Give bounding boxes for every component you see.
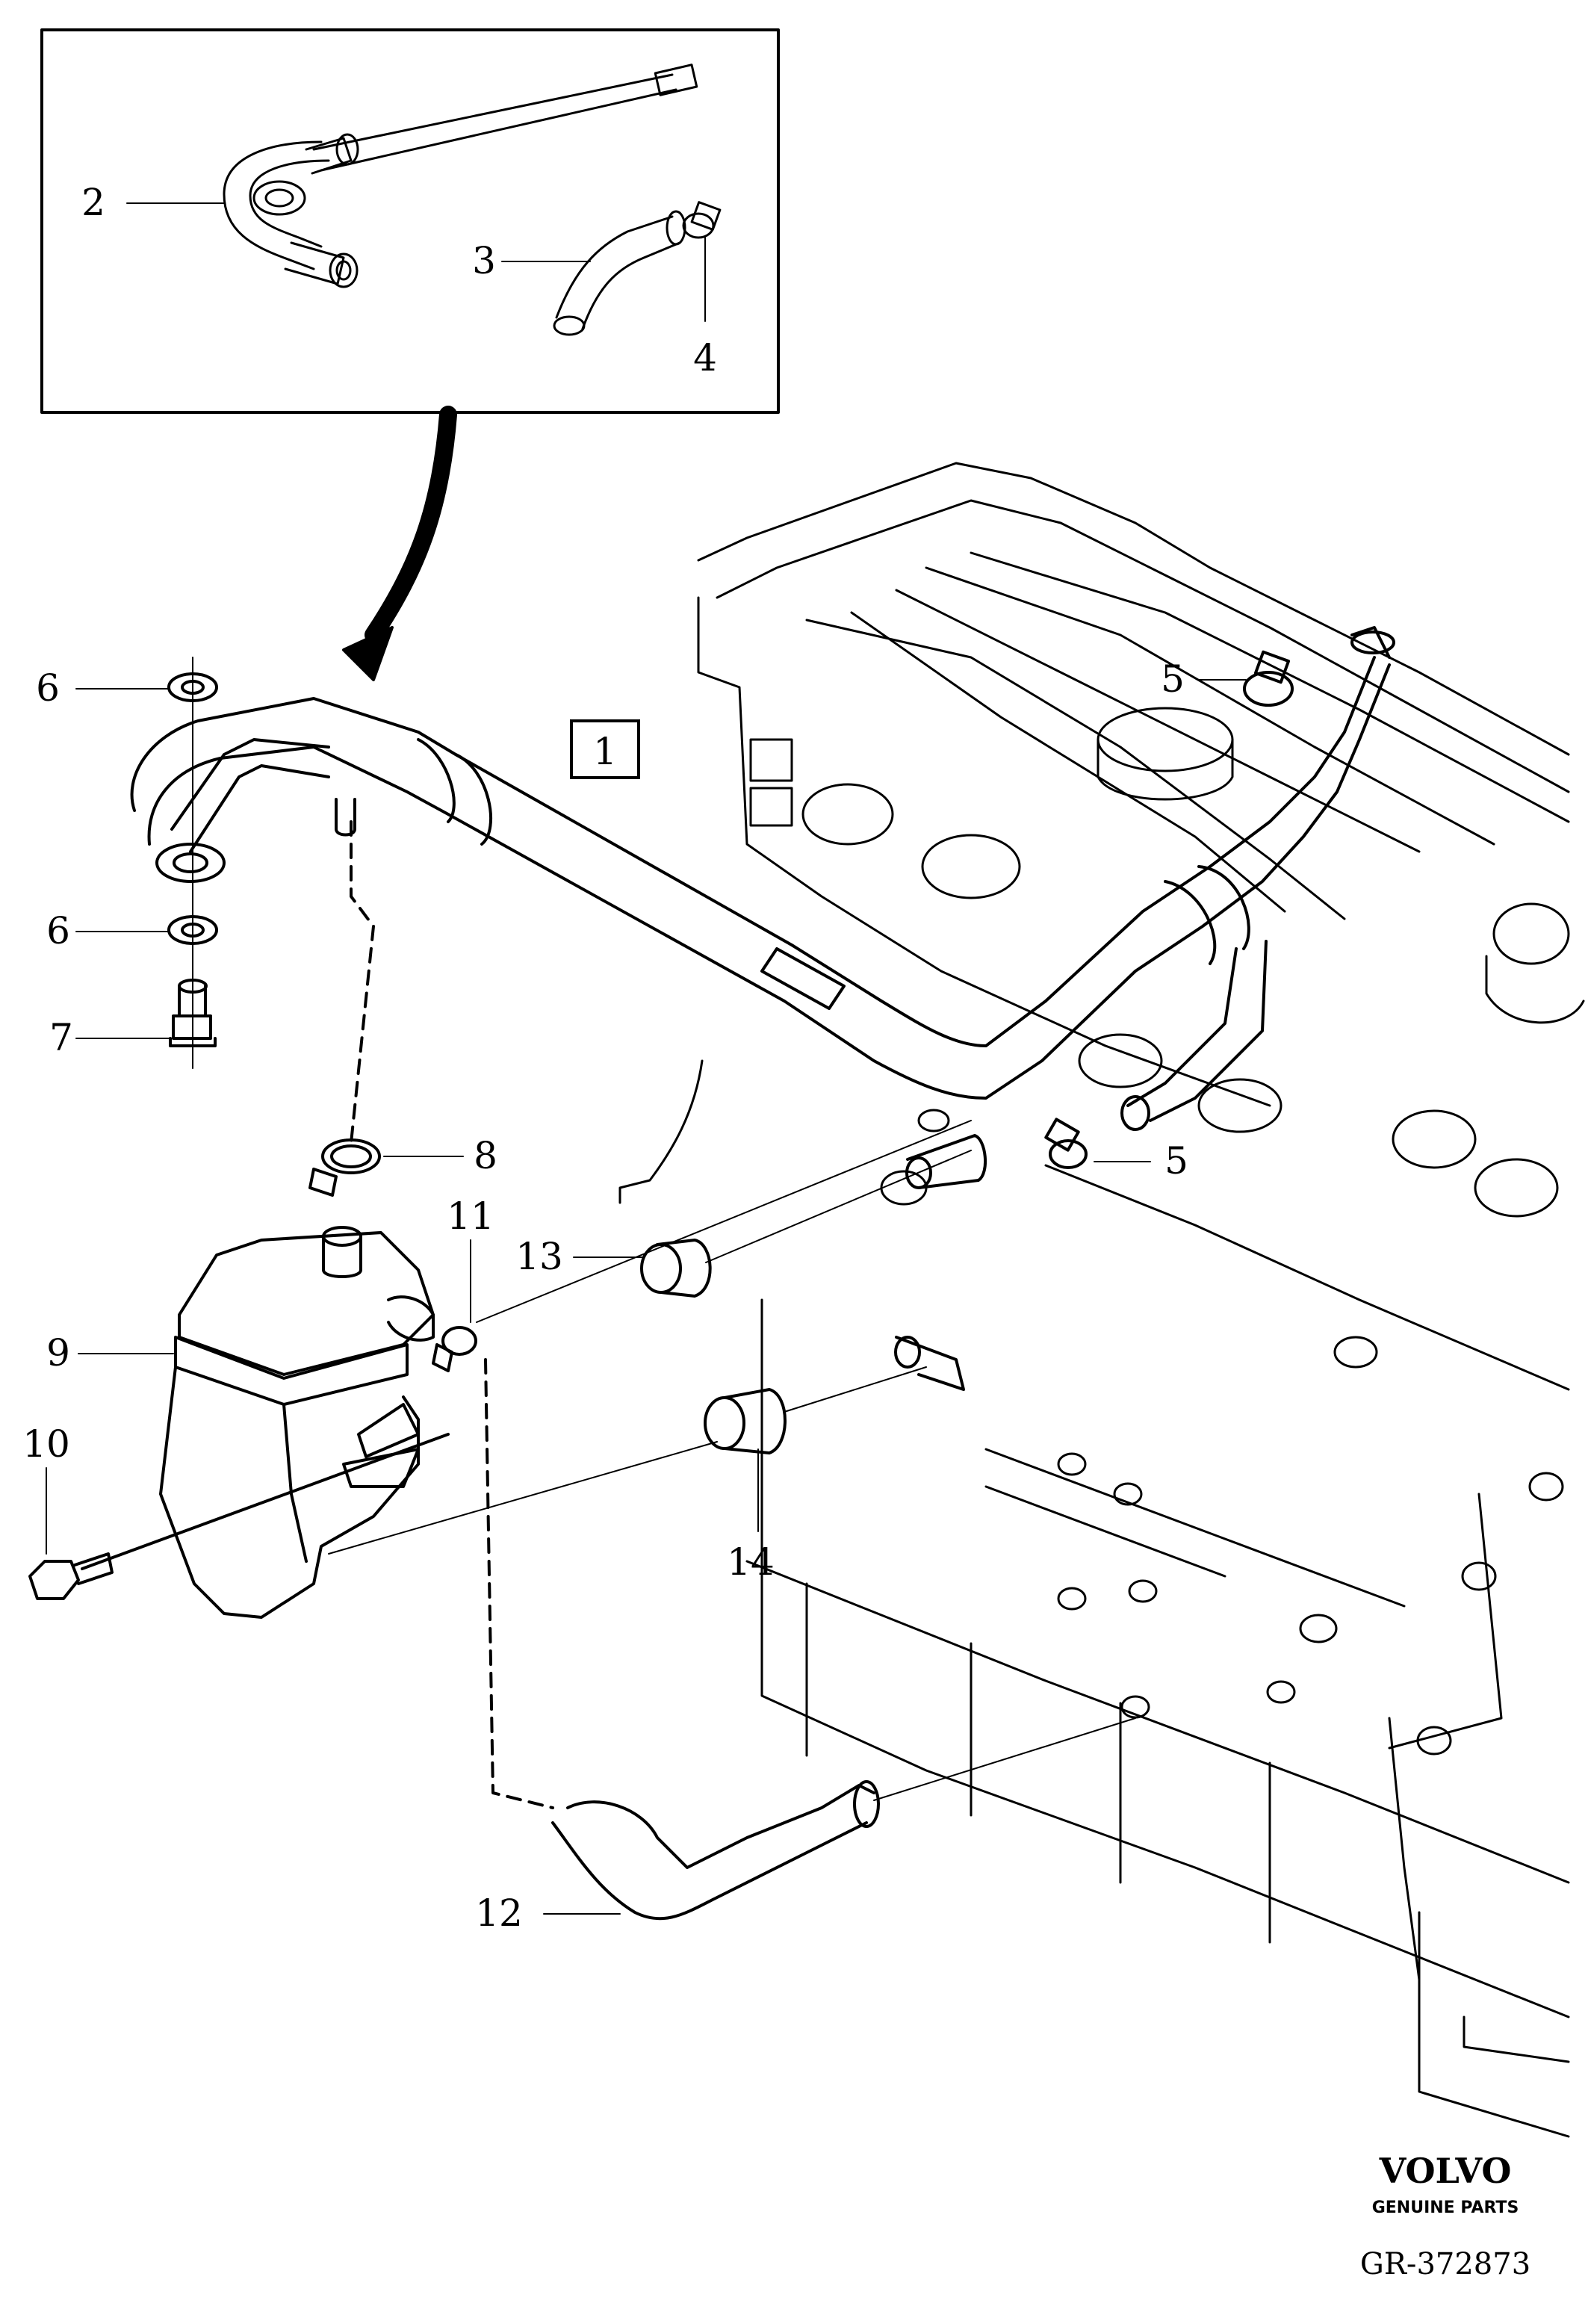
volvo-logo: VOLVO (1379, 2151, 1512, 2191)
part-5-clamp-upper (1243, 650, 1294, 707)
inset-box (40, 28, 780, 414)
engine-block (697, 462, 1585, 2138)
bracket-leader (618, 1059, 704, 1204)
callout-5-upper: 5 (1161, 657, 1185, 701)
callout-12: 12 (475, 1891, 523, 1935)
callout-7: 7 (49, 1016, 73, 1059)
part-9-oil-trap (159, 1226, 435, 1619)
callout-6-upper: 6 (36, 666, 60, 710)
connection-line-11 (484, 1358, 554, 1809)
callout-2: 2 (81, 181, 105, 224)
callout-14: 14 (727, 1540, 775, 1584)
connection-line-8 (350, 820, 375, 1144)
callout-3: 3 (472, 239, 496, 282)
part-13-bushing (640, 1134, 987, 1298)
callout-5-lower: 5 (1164, 1139, 1188, 1183)
inset-pointer-arrow (342, 406, 457, 681)
callout-4: 4 (693, 336, 717, 379)
callout-9: 9 (46, 1331, 70, 1375)
part-5-clamp-lower (1044, 1118, 1088, 1169)
inset-part-4-clamp (682, 201, 722, 239)
genuine-parts-tagline: GENUINE PARTS (1372, 2198, 1519, 2217)
part-8-clamp (308, 1138, 381, 1197)
inset-part-3-hose (553, 210, 686, 336)
callout-11: 11 (447, 1194, 494, 1238)
callout-1: 1 (593, 730, 617, 773)
part-11-clamp (432, 1120, 972, 1372)
part-14-bushing (328, 1336, 965, 1555)
inset-part-2-pipe (223, 63, 698, 288)
part-12-drain-hose (551, 1717, 1136, 1921)
callout-10: 10 (22, 1422, 70, 1466)
callout-1-box (570, 719, 640, 779)
part-10-bolt (28, 1433, 450, 1600)
footer: VOLVO GENUINE PARTS GR-372873 (1360, 2151, 1530, 2281)
callout-leaders (46, 202, 1247, 1915)
part-1-breather-hose (130, 626, 1395, 1131)
callout-8: 8 (474, 1134, 497, 1177)
callout-13: 13 (515, 1235, 563, 1278)
diagram-reference: GR-372873 (1360, 2247, 1530, 2281)
part-7-banjo-bolt (169, 657, 217, 1069)
callout-6-lower: 6 (46, 909, 70, 952)
callout-labels: 1 2 3 4 5 5 6 6 7 8 9 10 11 12 13 14 (22, 181, 1188, 1935)
